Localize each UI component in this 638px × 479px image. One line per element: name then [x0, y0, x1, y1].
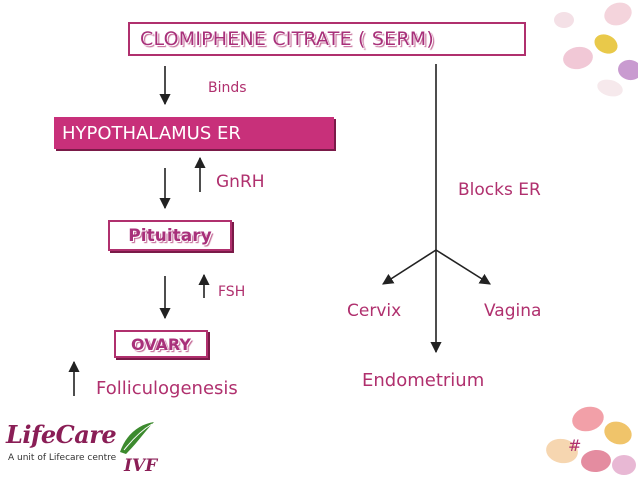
- box-pituitary-label: Pituitary: [128, 225, 212, 246]
- decorative-eggs-bottom: [546, 406, 636, 475]
- label-binds: Binds: [208, 80, 247, 96]
- label-gnrh: GnRH: [216, 172, 265, 192]
- box-hypothalamus-label: HYPOTHALAMUS ER: [62, 122, 241, 144]
- label-endometrium: Endometrium: [362, 370, 485, 391]
- label-folliculogenesis: Folliculogenesis: [96, 378, 238, 399]
- label-blocks-er: Blocks ER: [458, 180, 541, 200]
- leaf-icon: [120, 422, 154, 454]
- label-fsh: FSH: [218, 284, 246, 300]
- decorative-eggs-top: [554, 2, 638, 97]
- box-pituitary: Pituitary: [108, 220, 232, 251]
- logo-ivf: IVF: [124, 456, 158, 476]
- box-ovary-label: OVARY: [131, 334, 191, 354]
- lifecare-logo: LifeCare A unit of Lifecare centre IVF: [4, 420, 164, 476]
- box-clomiphene-citrate: CLOMIPHENE CITRATE ( SERM): [128, 22, 526, 56]
- box-hypothalamus: HYPOTHALAMUS ER: [54, 117, 334, 149]
- label-vagina: Vagina: [484, 301, 542, 321]
- slide-number: #: [568, 436, 582, 455]
- label-cervix: Cervix: [347, 301, 402, 321]
- box-ovary: OVARY: [114, 330, 208, 358]
- box-clomiphene-label: CLOMIPHENE CITRATE ( SERM): [140, 28, 434, 50]
- logo-tagline: A unit of Lifecare centre: [8, 453, 117, 463]
- logo-name: LifeCare: [6, 420, 117, 449]
- arrow-to-vagina: [435, 249, 491, 285]
- arrow-to-cervix: [382, 249, 437, 285]
